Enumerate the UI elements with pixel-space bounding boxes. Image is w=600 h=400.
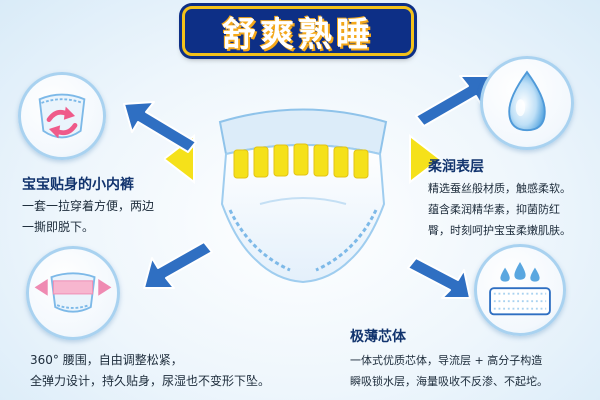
feature-desc-line: 瞬吸锁水层，海量吸收不反渗、不起坨。 bbox=[350, 375, 548, 388]
feature-desc-line: 蕴含柔润精华素，抑菌防红 bbox=[428, 203, 560, 216]
arrow-bottom-left-icon bbox=[143, 241, 213, 289]
arrow-bottom-right-icon bbox=[407, 257, 471, 299]
arrow-top-left-icon bbox=[123, 101, 197, 153]
feature-desc-line: 一套一拉穿着方便，两边 bbox=[22, 199, 155, 213]
water-drop-icon bbox=[480, 56, 574, 150]
feature-desc-pull-up: 一套一拉穿着方便，两边 一撕即脱下。 bbox=[22, 196, 154, 238]
diaper-illustration bbox=[218, 108, 388, 284]
feature-desc-line: 360° 腰围，自由调整松紧， bbox=[30, 353, 183, 367]
elastic-waist-icon bbox=[26, 246, 120, 340]
title-banner: 舒爽熟睡 bbox=[182, 6, 414, 56]
feature-desc-line: 臀，时刻呵护宝宝柔嫩肌肤。 bbox=[428, 224, 571, 237]
feature-desc-elastic-waist: 360° 腰围，自由调整松紧， 全弹力设计，持久贴身，尿湿也不变形下坠。 bbox=[30, 350, 270, 392]
feature-desc-line: 精选蚕丝般材质，触感柔软。 bbox=[428, 182, 571, 195]
page-title: 舒爽熟睡 bbox=[222, 14, 374, 55]
pull-up-pants-icon bbox=[18, 72, 106, 160]
feature-desc-line: 一撕即脱下。 bbox=[22, 220, 95, 234]
feature-heading-thin-core: 极薄芯体 bbox=[350, 329, 406, 345]
absorbent-core-icon bbox=[474, 244, 566, 336]
right-stretch-arrow-icon bbox=[409, 134, 440, 184]
feature-desc-soft-surface: 精选蚕丝般材质，触感柔软。 蕴含柔润精华素，抑菌防红 臀，时刻呵护宝宝柔嫩肌肤。 bbox=[428, 178, 571, 241]
feature-heading-soft-surface: 柔润表层 bbox=[428, 159, 484, 175]
feature-desc-thin-core: 一体式优质芯体，导流层 + 高分子构造 瞬吸锁水层，海量吸收不反渗、不起坨。 bbox=[350, 350, 548, 392]
feature-desc-line: 一体式优质芯体，导流层 + 高分子构造 bbox=[350, 354, 543, 367]
feature-heading-pull-up: 宝宝贴身的小内裤 bbox=[22, 177, 134, 193]
feature-desc-line: 全弹力设计，持久贴身，尿湿也不变形下坠。 bbox=[30, 374, 271, 388]
